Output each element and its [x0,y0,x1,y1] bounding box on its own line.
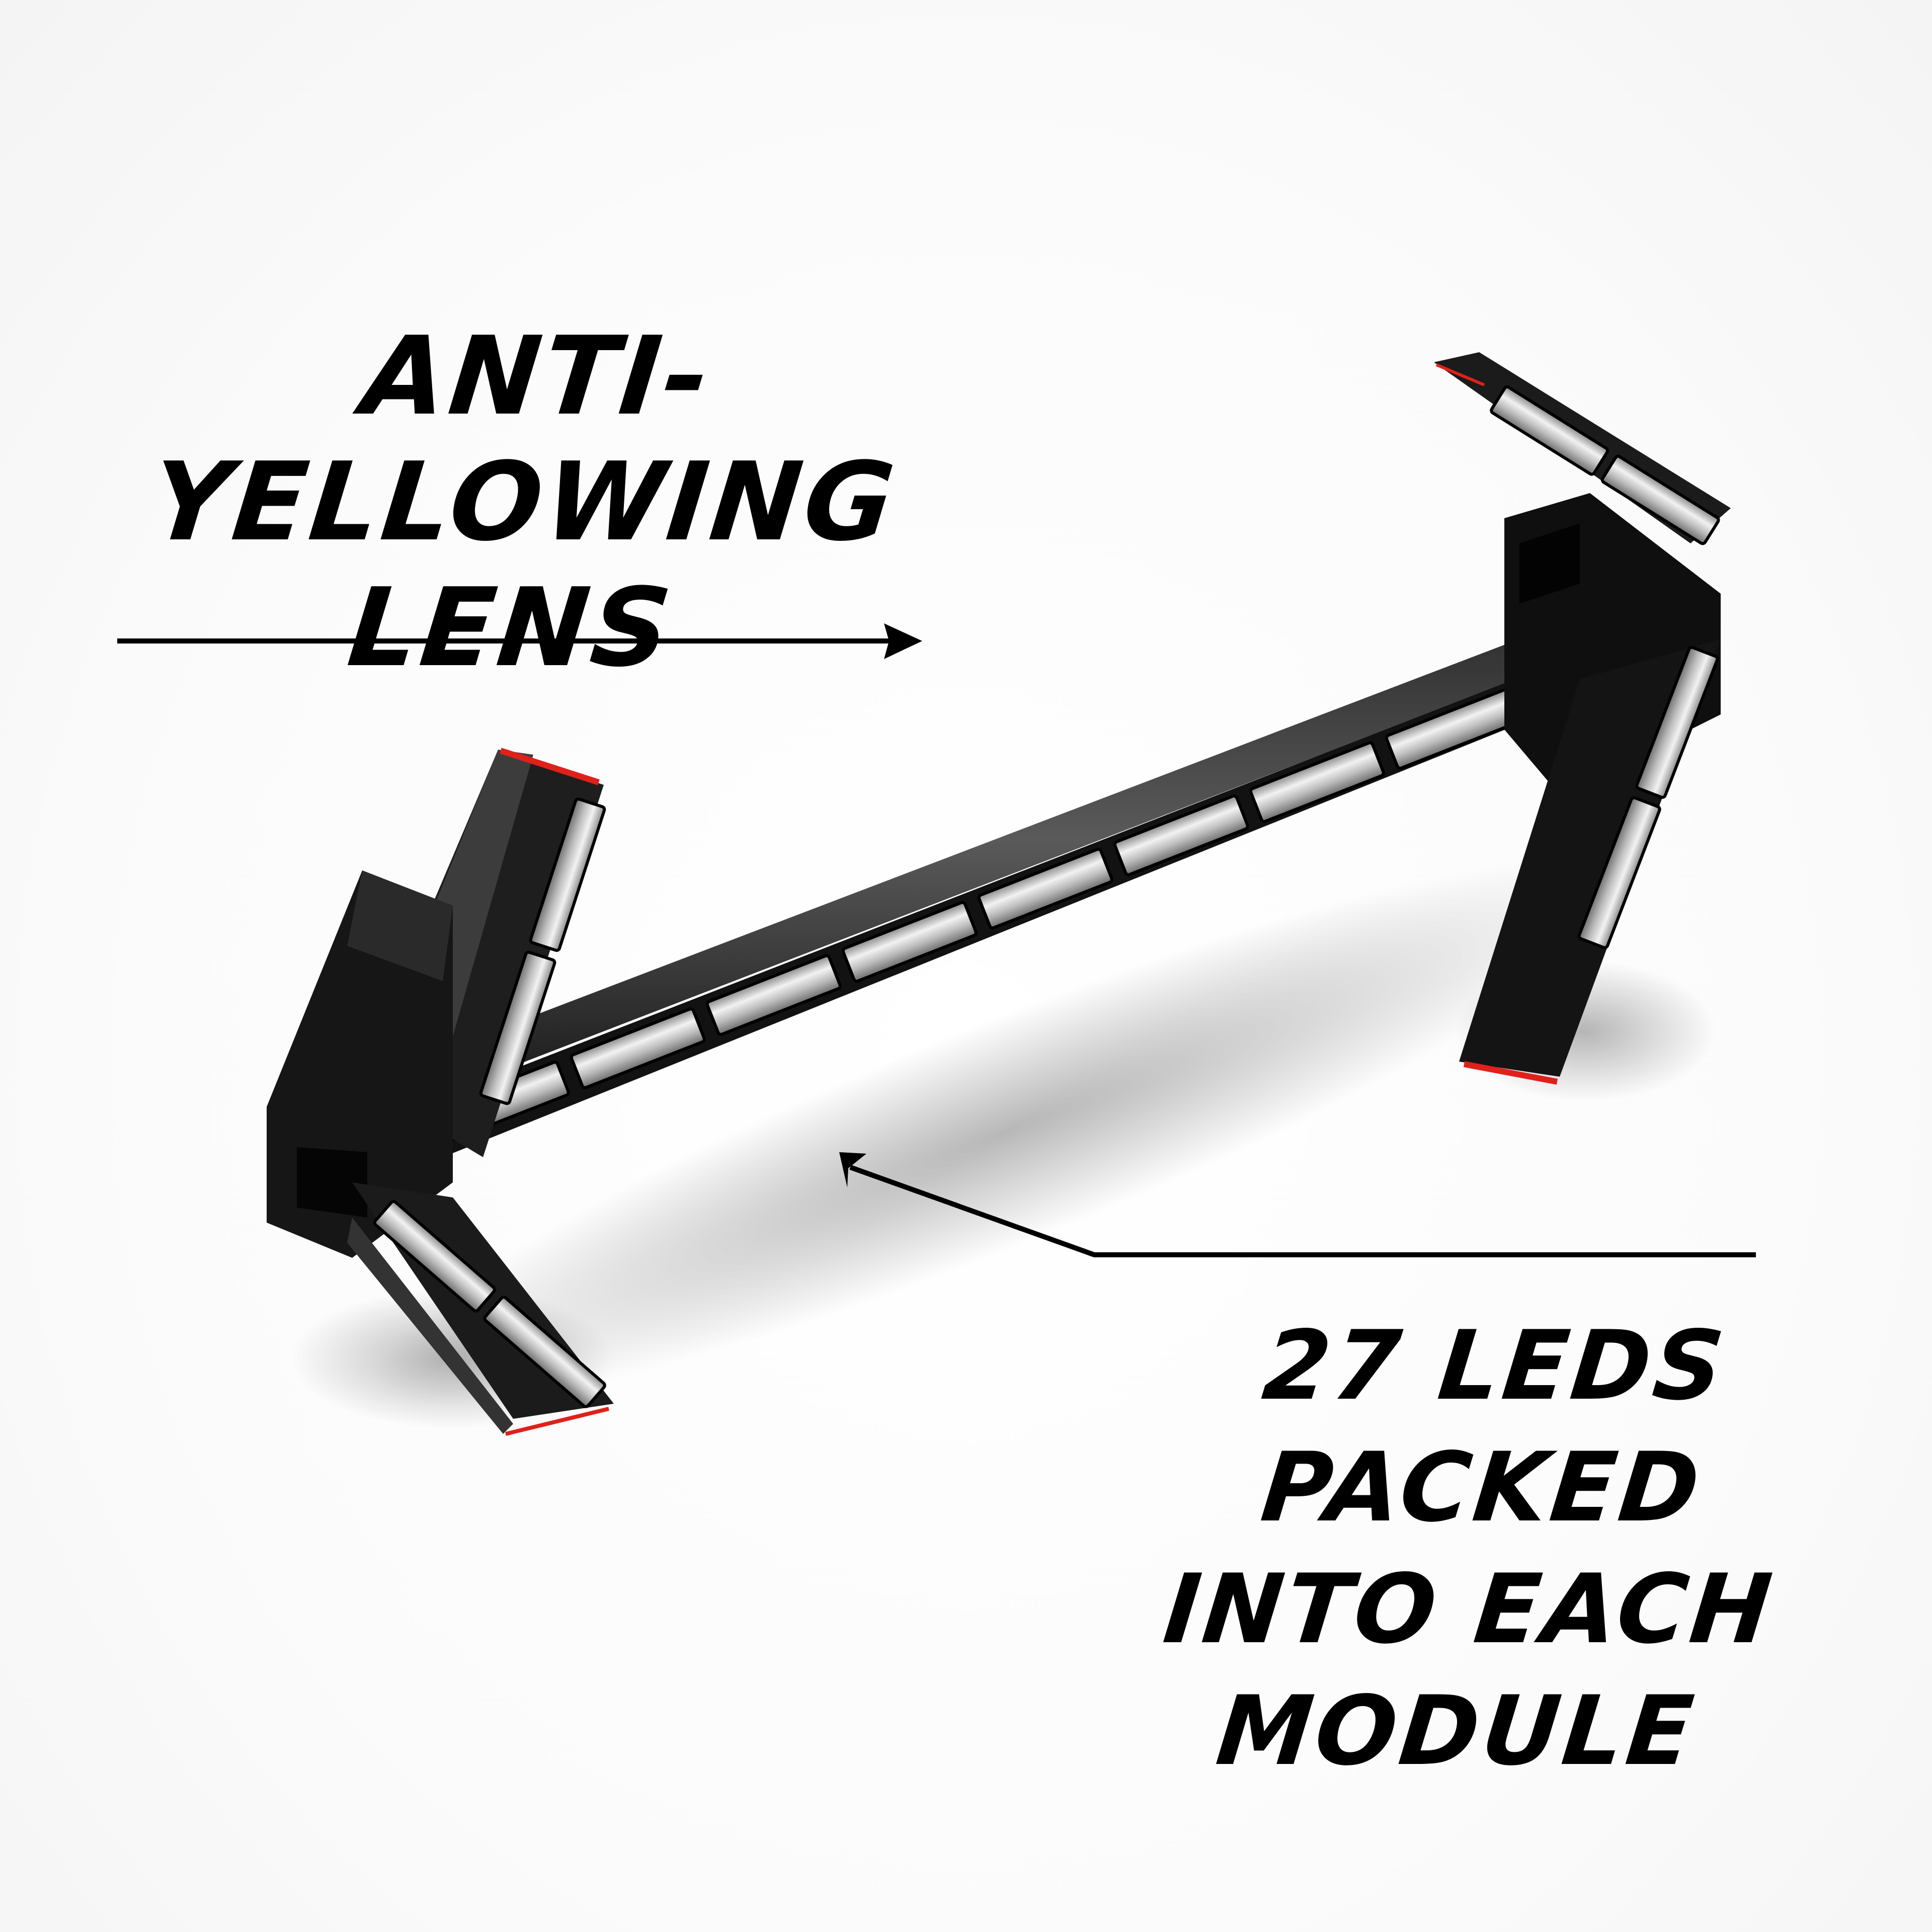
main-bar [434,599,1660,1157]
left-end-cap [267,748,614,1436]
callout-line: 27 LEDS [1258,1310,1732,1421]
callout-line: ANTI- [356,313,718,439]
right-end-cap [1434,352,1731,1085]
callout-line: PACKED [1256,1432,1708,1543]
callout-line: YELLOWING [145,439,903,565]
leds-per-module-callout: 27 LEDS PACKED INTO EACH MODULE [1071,1310,1877,1805]
anti-yellowing-lens-callout: ANTI- YELLOWING LENS [96,313,951,699]
callout-line: MODULE [1212,1675,1701,1787]
callout-line: INTO EACH [1159,1554,1780,1665]
main-bar-led-modules [434,688,1521,1143]
lens-callout-arrow [117,623,922,659]
leds-callout-arrow [839,1152,1756,1257]
callout-line: LENS [343,565,680,691]
